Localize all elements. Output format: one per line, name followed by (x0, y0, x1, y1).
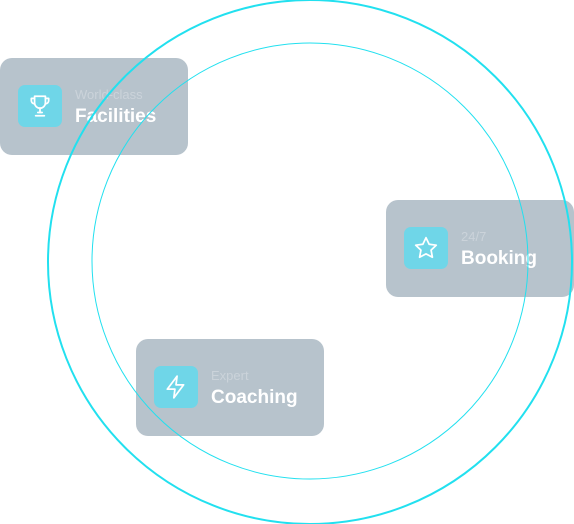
card-subtitle: World-class (75, 87, 143, 102)
star-icon (404, 227, 448, 269)
feature-card-facilities: World-class Facilities (0, 58, 188, 155)
card-title: Facilities (75, 106, 157, 127)
feature-card-coaching: Expert Coaching (136, 339, 324, 436)
card-title: Coaching (211, 387, 298, 408)
card-subtitle: 24/7 (461, 229, 487, 244)
trophy-icon (18, 85, 62, 127)
feature-card-booking: 24/7 Booking (386, 200, 574, 297)
card-title: Booking (461, 248, 537, 269)
card-subtitle: Expert (211, 368, 249, 383)
lightning-icon (154, 366, 198, 408)
